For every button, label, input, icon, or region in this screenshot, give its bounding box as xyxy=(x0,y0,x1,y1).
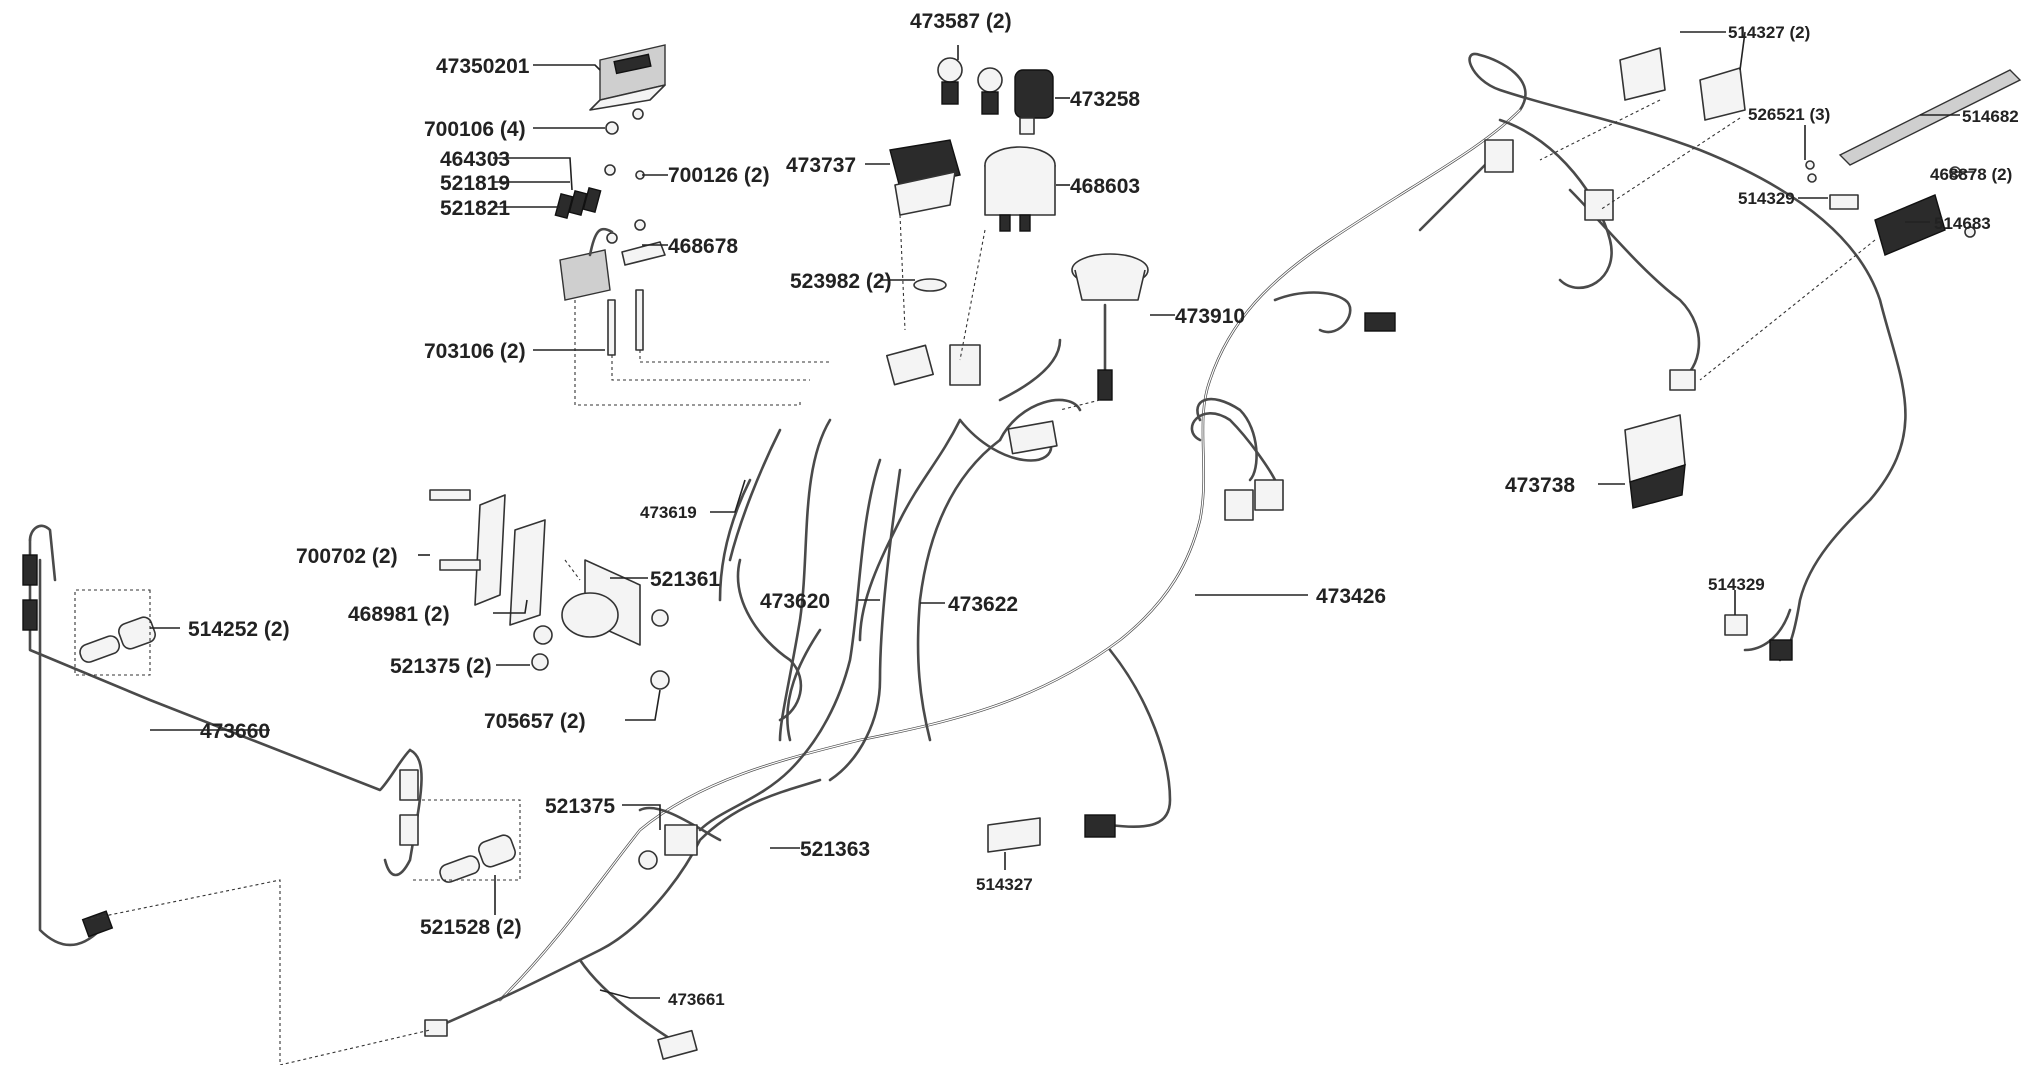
assembly-dashed-lines xyxy=(74,99,1876,1065)
label-473620: 473620 xyxy=(760,590,830,613)
part-514682-bar xyxy=(1838,69,2022,166)
label-473738: 473738 xyxy=(1505,474,1575,497)
lower-connectors xyxy=(81,824,698,1060)
label-514329a: 514329 xyxy=(1738,189,1795,208)
fastener-stack xyxy=(604,108,666,356)
part-514252-sockets xyxy=(22,554,156,663)
label-521821: 521821 xyxy=(440,197,510,220)
label-705657: 705657 (2) xyxy=(484,710,586,733)
part-468603-ignition xyxy=(984,146,1056,232)
label-521363: 521363 xyxy=(800,838,870,861)
label-473910: 473910 xyxy=(1175,305,1245,328)
label-521528: 521528 (2) xyxy=(420,916,522,939)
part-523982 xyxy=(913,278,947,292)
part-473910-buzzer xyxy=(1071,253,1149,401)
label-473258: 473258 xyxy=(1070,88,1140,111)
main-harness-473426 xyxy=(498,52,1907,1002)
part-labels: 47350201 700106 (4) 464303 521819 521821… xyxy=(188,10,2019,1009)
label-473737: 473737 xyxy=(786,154,856,177)
label-703106: 703106 (2) xyxy=(424,340,526,363)
part-47350201-cover xyxy=(589,44,666,111)
part-relay-block xyxy=(559,227,614,301)
leader-lines xyxy=(150,31,1975,999)
label-514327b: 514327 (2) xyxy=(1728,23,1810,42)
label-514252: 514252 (2) xyxy=(188,618,290,641)
center-harness xyxy=(638,338,1082,842)
part-514327-lower xyxy=(987,814,1116,853)
label-521375b: 521375 xyxy=(545,795,615,818)
part-fuses xyxy=(554,186,602,220)
label-514329b: 514329 xyxy=(1708,575,1765,594)
label-514682: 514682 xyxy=(1962,107,2019,126)
part-473737-switch xyxy=(889,139,961,216)
label-473622: 473622 xyxy=(948,593,1018,616)
label-700702: 700702 (2) xyxy=(296,545,398,568)
label-464303: 464303 xyxy=(440,148,510,171)
label-700126: 700126 (2) xyxy=(668,164,770,187)
label-514327a: 514327 xyxy=(976,875,1033,894)
label-468878: 468878 (2) xyxy=(1930,165,2012,184)
label-473426: 473426 xyxy=(1316,585,1386,608)
label-473661: 473661 xyxy=(668,990,725,1009)
label-523982: 523982 (2) xyxy=(790,270,892,293)
label-521375a: 521375 (2) xyxy=(390,655,492,678)
part-514329-lower xyxy=(1724,614,1793,661)
label-526521: 526521 (3) xyxy=(1748,105,1830,124)
label-514683: 514683 xyxy=(1934,214,1991,233)
part-514683-module xyxy=(1874,194,1946,256)
label-468603: 468603 xyxy=(1070,175,1140,198)
label-521361: 521361 xyxy=(650,568,720,591)
part-521361-solenoid xyxy=(531,559,670,690)
label-473619: 473619 xyxy=(640,503,697,522)
harness-connectors xyxy=(885,139,1696,521)
lower-harness-473661 xyxy=(428,778,822,1047)
part-521528-sockets xyxy=(399,769,516,883)
part-514329-small xyxy=(1805,160,1976,238)
label-473587: 473587 (2) xyxy=(910,10,1012,33)
part-473738-switch xyxy=(1624,414,1686,509)
label-468678: 468678 xyxy=(668,235,738,258)
label-468981: 468981 (2) xyxy=(348,603,450,626)
part-514327-top xyxy=(1619,47,1746,121)
label-521819: 521819 xyxy=(440,172,510,195)
label-47350201: 47350201 xyxy=(436,55,530,78)
part-brackets xyxy=(429,489,546,626)
label-473660: 473660 xyxy=(200,720,270,743)
part-473258-key xyxy=(1014,69,1054,135)
part-473587 xyxy=(937,57,1003,115)
label-700106: 700106 (4) xyxy=(424,118,526,141)
